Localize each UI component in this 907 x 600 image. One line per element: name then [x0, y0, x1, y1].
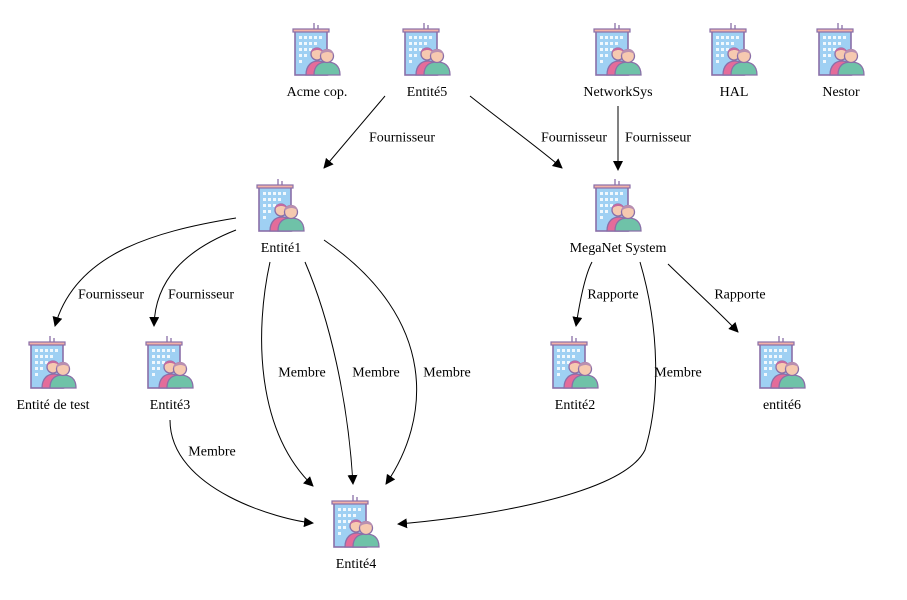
edge-entite1-to-entite3 [149, 229, 237, 327]
edge-label: Membre [278, 366, 325, 381]
node-label: Entité3 [150, 398, 190, 413]
edge-label: Fournisseur [625, 131, 691, 146]
node-entite_test[interactable]: Entité de test [16, 335, 90, 413]
building-with-people-icon [256, 178, 305, 232]
edge-entite1-to-entite4 [323, 239, 417, 485]
node-label: Entité1 [261, 241, 301, 256]
edge-label: Membre [352, 366, 399, 381]
edge-label: Membre [423, 366, 470, 381]
node-label: Entité2 [555, 398, 595, 413]
edge-label: Rapporte [714, 288, 765, 303]
node-entite3[interactable]: Entité3 [145, 335, 194, 413]
building-with-people-icon [550, 335, 599, 389]
node-meganet[interactable]: MegaNet System [570, 178, 667, 256]
edge-entite5-to-meganet [469, 95, 563, 169]
node-label: Entité4 [336, 557, 376, 572]
node-acme[interactable]: Acme cop. [287, 22, 348, 100]
node-entite1[interactable]: Entité1 [256, 178, 305, 256]
nodes-layer: Acme cop. Entité5 NetworkSys HAL NestorEntit… [16, 22, 865, 572]
edge-label: Fournisseur [168, 288, 234, 303]
edge-entite3-to-entite4 [169, 419, 314, 528]
building-with-people-icon [292, 22, 341, 76]
node-label: Entité5 [407, 85, 447, 100]
edge-meganet-to-entite4 [397, 261, 657, 529]
node-nestor[interactable]: Nestor [816, 22, 865, 100]
node-label: Acme cop. [287, 85, 348, 100]
node-entite6[interactable]: entité6 [757, 335, 806, 413]
node-label: Nestor [822, 85, 860, 100]
building-with-people-icon [593, 22, 642, 76]
node-label: MegaNet System [570, 241, 667, 256]
edge-entite1-to-entite4 [261, 261, 314, 487]
building-with-people-icon [709, 22, 758, 76]
edge-entite1-to-entite_test [52, 217, 237, 327]
node-entite2[interactable]: Entité2 [550, 335, 599, 413]
edge-label: Membre [654, 366, 701, 381]
edge-meganet-to-entite2 [572, 261, 593, 327]
node-entite5[interactable]: Entité5 [402, 22, 451, 100]
edge-label: Rapporte [587, 288, 638, 303]
edge-label: Membre [188, 445, 235, 460]
node-label: NetworkSys [583, 85, 652, 100]
node-hal[interactable]: HAL [709, 22, 758, 100]
edge-entite5-to-entite1 [323, 95, 386, 169]
building-with-people-icon [28, 335, 77, 389]
building-with-people-icon [816, 22, 865, 76]
edge-label: Fournisseur [78, 288, 144, 303]
building-with-people-icon [757, 335, 806, 389]
node-label: HAL [720, 85, 749, 100]
building-with-people-icon [145, 335, 194, 389]
edge-meganet-to-entite6 [667, 263, 739, 333]
edge-label: Fournisseur [541, 131, 607, 146]
building-with-people-icon [593, 178, 642, 232]
node-label: Entité de test [16, 398, 89, 413]
edge-entite1-to-entite4 [304, 261, 358, 485]
building-with-people-icon [402, 22, 451, 76]
edges-layer [52, 95, 739, 529]
building-with-people-icon [331, 494, 380, 548]
node-entite4[interactable]: Entité4 [331, 494, 380, 572]
edge-label: Fournisseur [369, 131, 435, 146]
node-networksys[interactable]: NetworkSys [583, 22, 653, 100]
node-label: entité6 [763, 398, 801, 413]
